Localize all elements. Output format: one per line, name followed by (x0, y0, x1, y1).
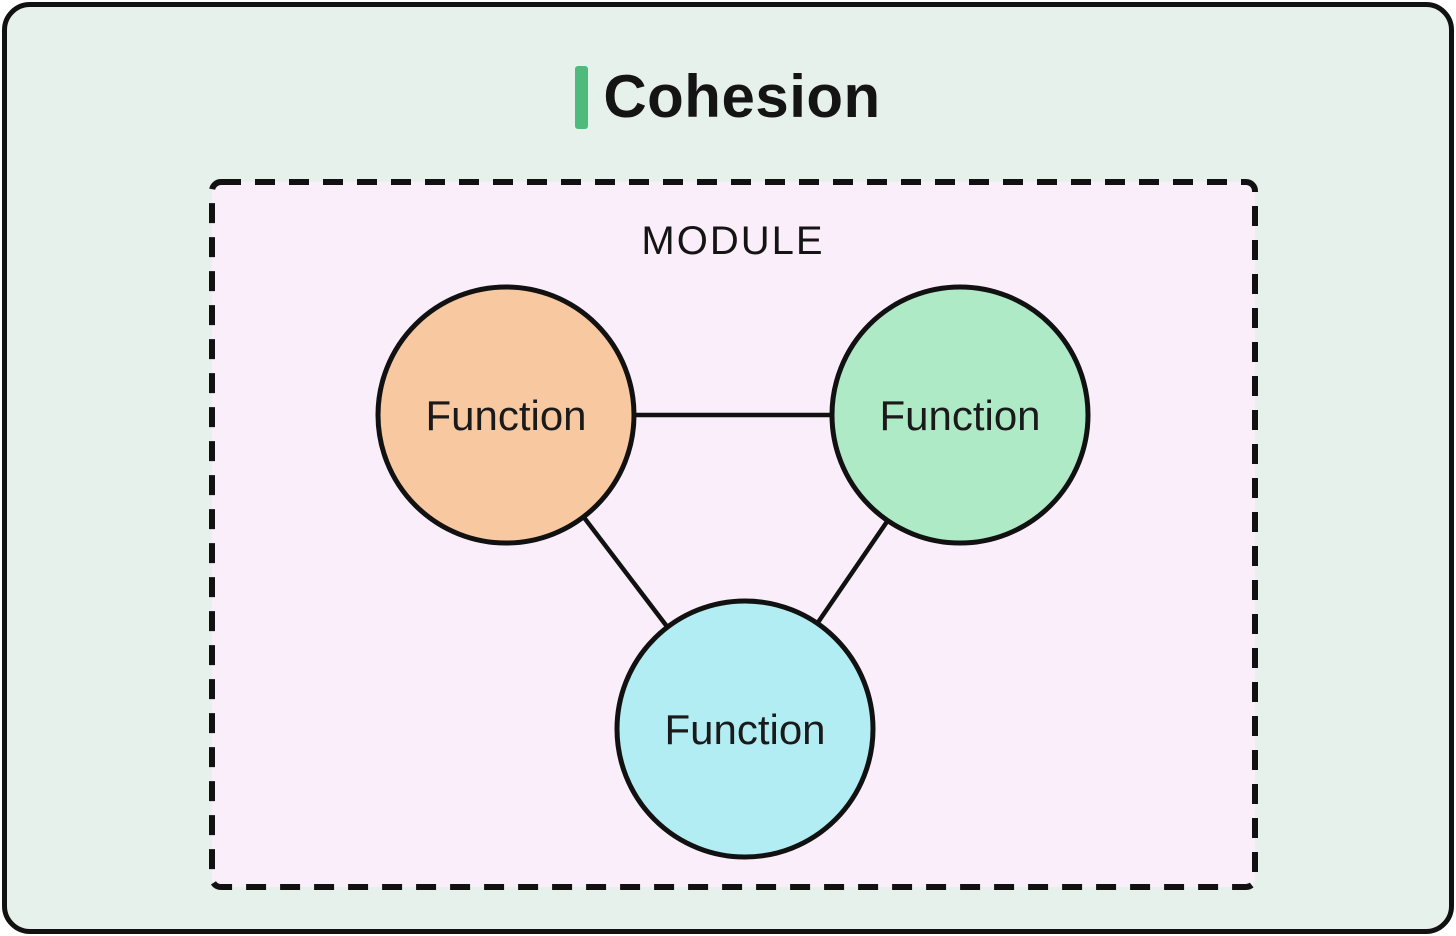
title-accent-bar (575, 65, 589, 129)
module-label: MODULE (641, 219, 824, 263)
function-node-bottom-center (614, 598, 876, 860)
title-row: Cohesion (7, 53, 1449, 141)
function-node-top-left-label: Function (425, 392, 586, 439)
page-title: Cohesion (603, 63, 881, 130)
function-node-bottom-center-label: Function (664, 706, 825, 753)
module-diagram: MODULE Function Function Function (209, 179, 1258, 890)
function-node-top-left (375, 284, 637, 546)
function-node-top-right (829, 284, 1091, 546)
function-node-top-right-label: Function (879, 392, 1040, 439)
